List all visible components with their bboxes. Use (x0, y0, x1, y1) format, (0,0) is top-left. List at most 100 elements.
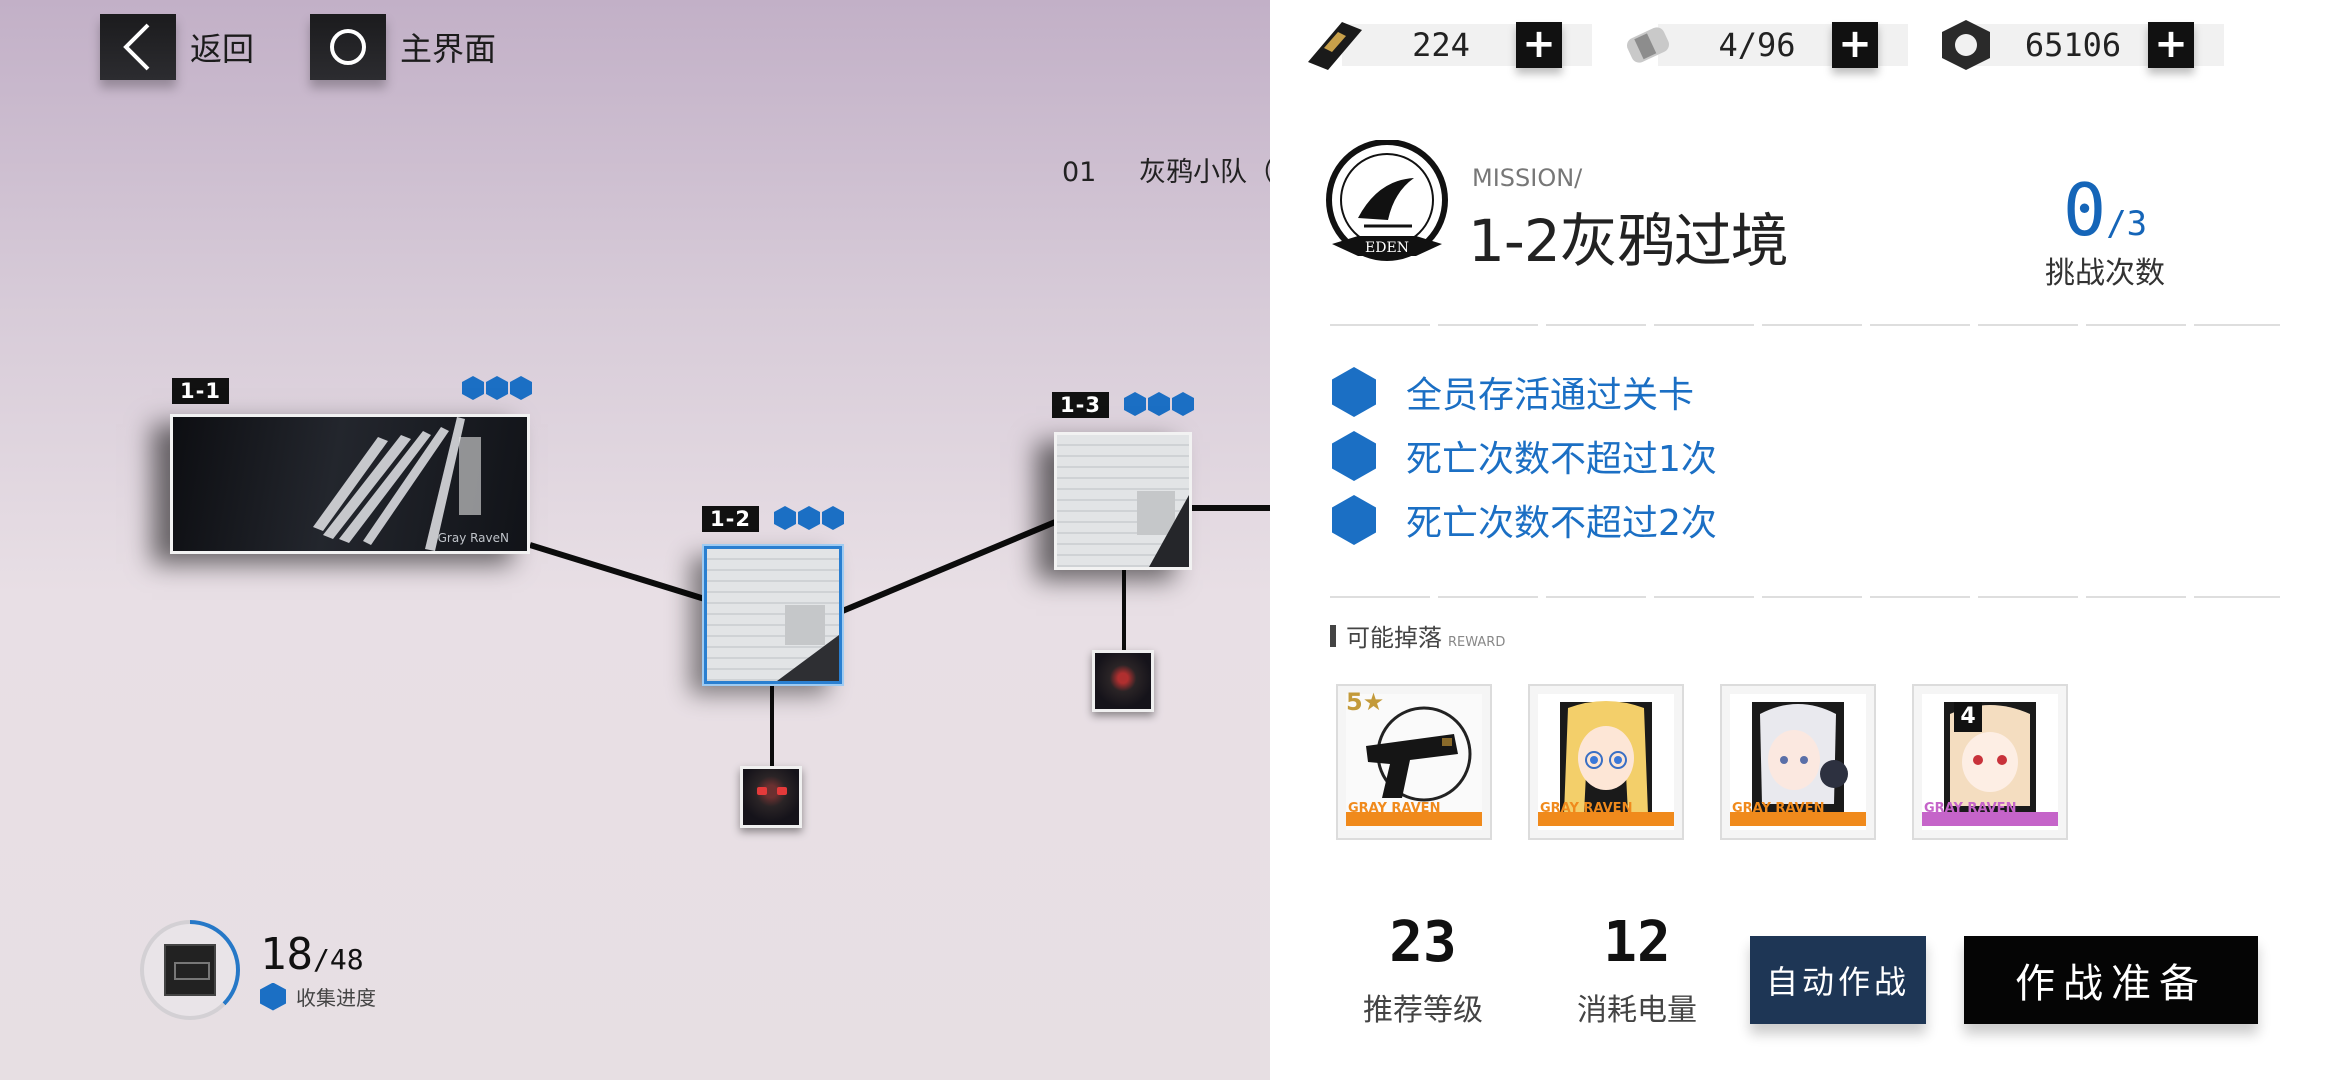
star-hex-icon (462, 376, 484, 400)
raven-wings-art (313, 417, 481, 551)
resource-nut: 65106 + (1934, 18, 2224, 72)
chapter-number: 01 (1062, 157, 1097, 188)
stage-node-1-2[interactable] (704, 546, 842, 684)
attempts-max: /3 (2106, 204, 2148, 244)
attempts-current: 0 (2062, 168, 2107, 252)
objective-text: 死亡次数不超过2次 (1406, 503, 1717, 544)
resource-battery-value: 4/96 (1718, 26, 1796, 64)
emblem-text: EDEN (1365, 240, 1409, 256)
star-hex-icon (486, 376, 508, 400)
nut-icon (1934, 18, 1998, 72)
home-label: 主界面 (400, 30, 497, 68)
star-hex-icon (822, 506, 844, 530)
reward-item-character[interactable]: GRAY RAVEN (1528, 684, 1684, 840)
reward-quantity: 4 (1954, 702, 1982, 732)
objective-item: 全员存活通过关卡 (1332, 366, 1694, 418)
stage-map: 返回 主界面 01 灰鸦小队（ 1-1 (0, 0, 1270, 1080)
reward-item-character[interactable]: GRAY RAVEN (1720, 684, 1876, 840)
chapter-label: 01 灰鸦小队（ (1062, 150, 1270, 189)
progress-ring (140, 920, 240, 1020)
stage-connectors (529, 505, 1270, 768)
stage-art-shadow (1149, 495, 1189, 567)
home-button[interactable]: 主界面 (310, 14, 496, 80)
stage-tag-1-1: 1-1 (172, 378, 229, 404)
reward-item-character[interactable]: 4 GRAY RAVEN (1912, 684, 2068, 840)
progress-label: 收集进度 (296, 986, 376, 1010)
objective-hex-icon (1332, 431, 1376, 481)
reward-header: 可能掉落 REWARD (1330, 618, 1505, 653)
recommended-level-value: 23 (1389, 910, 1457, 975)
character-portrait-icon (1752, 702, 1848, 822)
resource-card-value: 224 (1412, 26, 1470, 64)
boss-eye-icon (777, 787, 787, 795)
rarity-bar (1538, 812, 1674, 826)
attempts-count: 0/3 (2010, 168, 2200, 252)
add-nut-button[interactable]: + (2148, 22, 2194, 68)
boss-eye-icon (757, 787, 767, 795)
progress-total: /48 (312, 943, 364, 976)
objective-item: 死亡次数不超过1次 (1332, 430, 1717, 482)
rarity-bar (1922, 812, 2058, 826)
progress-count: 18/48 (260, 929, 376, 980)
stage-art-shadow (777, 635, 839, 681)
objective-hex-icon (1332, 495, 1376, 545)
energy-cost-label: 消耗电量 (1577, 993, 1697, 1028)
mission-kicker: MISSION/ (1472, 164, 1583, 192)
back-label: 返回 (190, 30, 255, 68)
back-button[interactable]: 返回 (100, 14, 254, 80)
star-hex-icon (798, 506, 820, 530)
stage-tag-1-2: 1-2 (702, 506, 759, 532)
auto-battle-button[interactable]: 自动作战 (1750, 936, 1926, 1024)
objective-text: 死亡次数不超过1次 (1406, 439, 1717, 480)
objective-item: 死亡次数不超过2次 (1332, 494, 1717, 546)
character-portrait-icon (1560, 701, 1652, 822)
objective-hex-icon (1332, 367, 1376, 417)
resource-battery: 4/96 + (1618, 18, 1908, 72)
energy-cost: 12 消耗电量 (1562, 910, 1712, 1029)
stage-stars-1-1 (462, 376, 532, 400)
star-hex-icon (510, 376, 532, 400)
mission-panel: 224 + 4/96 + 65106 + EDEN MISSION/ 1-2灰鸦… (1270, 0, 2340, 1080)
rarity-bar (1346, 812, 1482, 826)
reward-subtitle: REWARD (1448, 635, 1506, 650)
star-hex-icon (1124, 392, 1146, 416)
mission-title: 1-2灰鸦过境 (1468, 207, 1789, 275)
divider (1330, 596, 2280, 598)
eden-emblem-icon: EDEN (1318, 139, 1456, 278)
recommended-level: 23 推荐等级 (1348, 910, 1498, 1029)
recommended-level-label: 推荐等级 (1363, 993, 1483, 1028)
rarity-bar (1730, 812, 1866, 826)
reward-item-weapon[interactable]: 5★ GRAY RAVEN (1336, 684, 1492, 840)
resource-nut-value: 65106 (2024, 26, 2122, 64)
reward-title: 可能掉落 (1346, 624, 1442, 652)
objective-text: 全员存活通过关卡 (1406, 375, 1695, 416)
stage-node-1-1[interactable]: Gray RaveN (170, 414, 530, 554)
collection-progress[interactable]: 18/48 收集进度 (140, 920, 376, 1020)
chevron-left-icon (100, 14, 176, 80)
boss-node-1-3[interactable] (1092, 650, 1154, 712)
star-hex-icon (1148, 392, 1170, 416)
progress-hex-icon (260, 982, 286, 1011)
add-card-button[interactable]: + (1516, 22, 1562, 68)
chapter-name: 灰鸦小队（ (1138, 157, 1270, 188)
star-hex-icon (774, 506, 796, 530)
divider (1330, 324, 2280, 326)
energy-cost-value: 12 (1603, 910, 1671, 975)
pistol-icon (1366, 706, 1472, 802)
stage-image-caption: Gray RaveN (437, 531, 509, 545)
attempts-label: 挑战次数 (2045, 256, 2165, 291)
reward-star-label: 5★ (1346, 688, 1385, 716)
boss-node-1-2[interactable] (740, 766, 802, 828)
stage-stars-1-2 (774, 506, 844, 530)
stage-node-1-3[interactable] (1054, 432, 1192, 570)
star-hex-icon (1172, 392, 1194, 416)
card-icon (1302, 18, 1366, 72)
resource-card: 224 + (1302, 18, 1592, 72)
battle-prep-button[interactable]: 作战准备 (1964, 936, 2258, 1024)
battery-icon (1618, 18, 1682, 72)
circle-home-icon (310, 14, 386, 80)
stage-tag-1-3: 1-3 (1052, 392, 1109, 418)
chest-icon (164, 944, 216, 996)
add-battery-button[interactable]: + (1832, 22, 1878, 68)
progress-current: 18 (260, 929, 313, 980)
